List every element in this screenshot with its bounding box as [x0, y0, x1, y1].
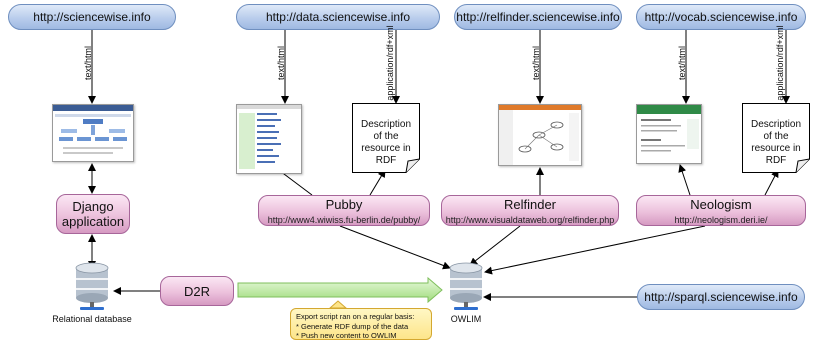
url-pill-sparql[interactable]: http://sparql.sciencewise.info [637, 284, 805, 310]
sciencewise-screenshot-thumbnail [52, 104, 134, 162]
note-pointer [328, 300, 348, 309]
relfinder-thumb-art [499, 105, 581, 165]
url-pill-data[interactable]: http://data.sciencewise.info [236, 4, 440, 30]
url-relfinder-label: http://relfinder.sciencewise.info [456, 10, 620, 24]
neologism-title: Neologism [690, 196, 752, 212]
relational-database-label: Relational database [52, 314, 132, 324]
d2r-label: D2R [183, 283, 210, 299]
edge-pubby-owlim [339, 225, 451, 270]
database-cylinder-icon [75, 262, 109, 310]
edge-label-rdf-xml-2: application/rdf+xml [775, 25, 785, 101]
note-line: * Push new content to OWLIM [296, 331, 397, 340]
url-pill-sciencewise[interactable]: http://sciencewise.info [8, 4, 176, 30]
sciencewise-thumb-art [53, 105, 133, 154]
url-pill-vocab[interactable]: http://vocab.sciencewise.info [636, 4, 806, 30]
pubby-url: http://www4.wiwiss.fu-berlin.de/pubby/ [267, 214, 421, 225]
rdf-document-data: Description of the resource in RDF [352, 103, 420, 173]
export-arrow [237, 276, 443, 304]
pubby-title: Pubby [325, 196, 363, 212]
url-data-label: http://data.sciencewise.info [265, 10, 411, 24]
url-sciencewise-label: http://sciencewise.info [33, 10, 151, 24]
edge-neologism-owlim [484, 225, 706, 275]
django-application-box[interactable]: Django application [56, 194, 130, 234]
note-line: * Generate RDF dump of the data [296, 321, 409, 331]
relfinder-screenshot-thumbnail [498, 104, 582, 166]
neologism-screenshot-thumbnail [636, 104, 702, 164]
edge-doc-pubby [369, 169, 386, 196]
url-vocab-label: http://vocab.sciencewise.info [644, 10, 798, 24]
neologism-box[interactable]: Neologism http://neologism.deri.ie/ [636, 195, 806, 226]
edge-doc-neologism [764, 169, 779, 196]
neologism-url: http://neologism.deri.ie/ [674, 214, 768, 225]
pubby-thumb-art [237, 105, 301, 169]
owlim-database-icon [446, 262, 486, 314]
edge-shot-neologism [678, 164, 691, 196]
url-sparql-label: http://sparql.sciencewise.info [644, 290, 798, 304]
relational-database-icon [72, 262, 112, 314]
document-icon [742, 103, 810, 173]
pubby-screenshot-thumbnail [236, 104, 302, 174]
edge-label-text-html-3: text/html [531, 46, 541, 81]
rdf-document-vocab: Description of the resource in RDF [742, 103, 810, 173]
neologism-thumb-art [637, 105, 701, 152]
relfinder-url: http://www.visualdataweb.org/relfinder.p… [445, 214, 615, 225]
url-pill-relfinder[interactable]: http://relfinder.sciencewise.info [454, 4, 622, 30]
edge-label-rdf-xml-1: application/rdf+xml [385, 25, 395, 101]
export-script-note: Export script ran on a regular basis: * … [290, 308, 432, 340]
note-line: Export script ran on a regular basis: [296, 312, 415, 321]
rdf-document-data-text: Description of the resource in RDF [360, 119, 412, 166]
d2r-box[interactable]: D2R [160, 276, 234, 306]
owlim-database-label: OWLIM [450, 314, 482, 324]
edge-label-text-html-2: text/html [276, 46, 286, 81]
edge-relfinder-owlim [469, 225, 521, 266]
document-icon [352, 103, 420, 173]
pubby-box[interactable]: Pubby http://www4.wiwiss.fu-berlin.de/pu… [258, 195, 430, 226]
django-application-label: Django application [61, 199, 125, 229]
relfinder-title: Relfinder [503, 196, 557, 212]
database-cylinder-icon [449, 262, 483, 310]
edge-label-text-html-1: text/html [83, 46, 93, 81]
edge-label-text-html-4: text/html [677, 46, 687, 81]
rdf-document-vocab-text: Description of the resource in RDF [750, 119, 802, 166]
relfinder-box[interactable]: Relfinder http://www.visualdataweb.org/r… [441, 195, 619, 226]
